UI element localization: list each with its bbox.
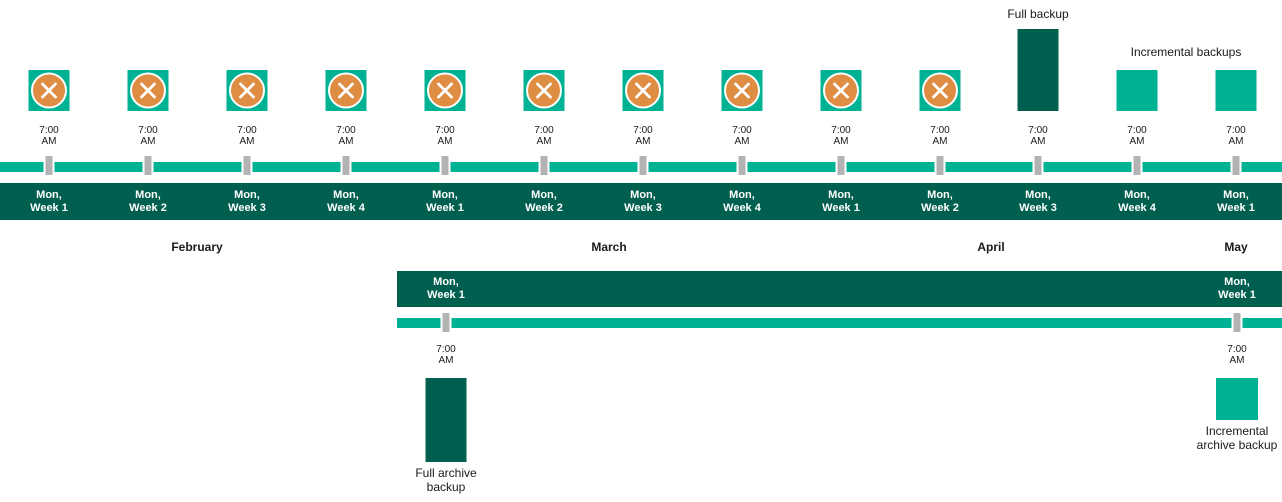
week-label: Mon,Week 1 xyxy=(30,188,68,214)
time-label: 7:00 AM xyxy=(1227,344,1247,366)
week-label: Mon,Week 1 xyxy=(1218,276,1256,301)
cancelled-backup-icon xyxy=(919,70,961,111)
cancelled-backup-icon xyxy=(226,70,268,111)
timeline-tick xyxy=(1230,156,1242,175)
archive-week-band xyxy=(397,271,1282,307)
timeline-tick xyxy=(241,156,253,175)
week-band xyxy=(0,183,1282,220)
timeline-tick xyxy=(934,156,946,175)
week-label: Mon,Week 4 xyxy=(1118,188,1156,214)
timeline-tick xyxy=(1032,156,1044,175)
week-label: Mon,Week 2 xyxy=(129,188,167,214)
time-label: 7:00 AM xyxy=(1028,125,1048,147)
cancelled-backup-icon xyxy=(424,70,466,111)
cancelled-backup-icon xyxy=(523,70,565,111)
timeline-tick xyxy=(1131,156,1143,175)
cancelled-backup-icon xyxy=(28,70,70,111)
week-label: Mon,Week 1 xyxy=(1217,188,1255,214)
cancelled-backup-icon xyxy=(325,70,367,111)
time-label: 7:00 AM xyxy=(534,125,554,147)
time-label: 7:00 AM xyxy=(39,125,59,147)
time-label: 7:00 AM xyxy=(237,125,257,147)
cancelled-backup-icon xyxy=(820,70,862,111)
time-label: 7:00 AM xyxy=(1127,125,1147,147)
full-archive-backup-label: Full archive backup xyxy=(415,466,477,494)
week-label: Mon,Week 1 xyxy=(427,276,465,301)
time-label: 7:00 AM xyxy=(138,125,158,147)
archive-timeline-line xyxy=(397,318,1282,328)
week-label: Mon,Week 3 xyxy=(1019,188,1057,214)
timeline-tick xyxy=(142,156,154,175)
time-label: 7:00 AM xyxy=(633,125,653,147)
incremental-archive-backup-label: Incremental archive backup xyxy=(1196,424,1278,452)
timeline-tick xyxy=(835,156,847,175)
time-label: 7:00 AM xyxy=(336,125,356,147)
incremental-archive-backup-square xyxy=(1216,378,1258,420)
week-label: Mon,Week 3 xyxy=(228,188,266,214)
week-label: Mon,Week 2 xyxy=(525,188,563,214)
week-label: Mon,Week 1 xyxy=(822,188,860,214)
week-label: Mon,Week 2 xyxy=(921,188,959,214)
timeline-tick xyxy=(736,156,748,175)
full-backup-legend-label: Full backup xyxy=(1007,7,1069,21)
cancelled-backup-icon xyxy=(622,70,664,111)
week-label: Mon,Week 4 xyxy=(723,188,761,214)
timeline-tick xyxy=(538,156,550,175)
full-backup-bar xyxy=(1017,29,1059,111)
full-archive-backup-bar xyxy=(425,378,467,462)
incremental-backups-legend-label: Incremental backups xyxy=(1130,45,1242,59)
incremental-backup-square xyxy=(1116,70,1158,111)
timeline-tick xyxy=(440,313,452,332)
time-label: 7:00 AM xyxy=(436,344,456,366)
timeline-tick xyxy=(43,156,55,175)
timeline-tick xyxy=(439,156,451,175)
week-label: Mon,Week 4 xyxy=(327,188,365,214)
timeline-tick xyxy=(637,156,649,175)
timeline-tick xyxy=(1231,313,1243,332)
cancelled-backup-icon xyxy=(127,70,169,111)
time-label: 7:00 AM xyxy=(732,125,752,147)
incremental-backup-square xyxy=(1215,70,1257,111)
time-label: 7:00 AM xyxy=(930,125,950,147)
month-label: March xyxy=(591,240,627,254)
month-label: February xyxy=(171,240,223,254)
time-label: 7:00 AM xyxy=(1226,125,1246,147)
month-label: May xyxy=(1224,240,1248,254)
time-label: 7:00 AM xyxy=(435,125,455,147)
week-label: Mon,Week 3 xyxy=(624,188,662,214)
cancelled-backup-icon xyxy=(721,70,763,111)
timeline-tick xyxy=(340,156,352,175)
month-label: April xyxy=(977,240,1005,254)
week-label: Mon,Week 1 xyxy=(426,188,464,214)
time-label: 7:00 AM xyxy=(831,125,851,147)
